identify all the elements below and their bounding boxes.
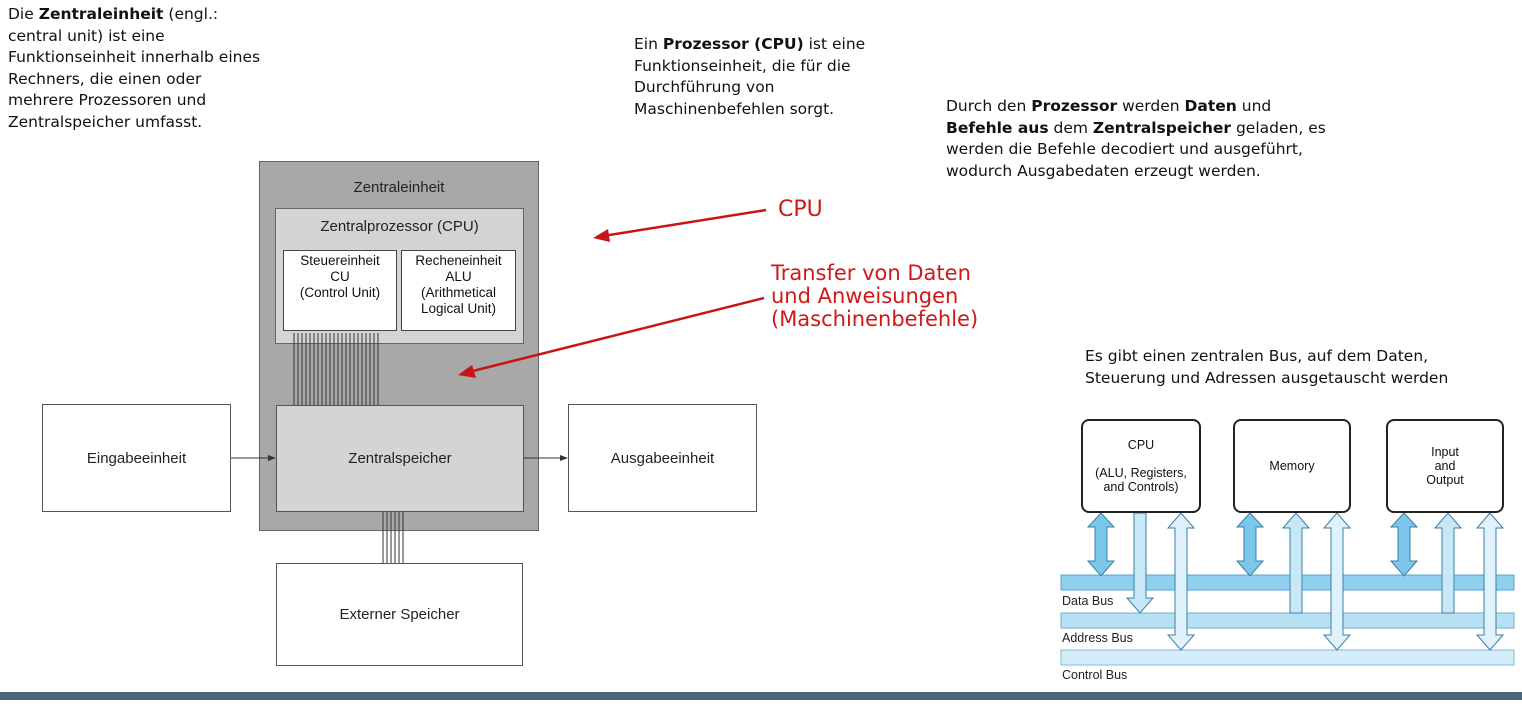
alu-line: Recheneinheit <box>415 253 502 268</box>
transfer-annotation-arrow <box>458 296 765 378</box>
cpu-annotation-arrow <box>593 208 767 242</box>
bus-intro: Es gibt einen zentralen Bus, auf dem Dat… <box>1085 346 1448 389</box>
text-fragment: Ein <box>634 35 663 53</box>
eingabeeinheit-box: Eingabeeinheit <box>42 404 231 512</box>
transfer-line: Transfer von Daten <box>771 261 971 285</box>
text-fragment: werden <box>1117 97 1185 115</box>
text-fragment: ist eine <box>803 35 866 53</box>
cpu-control-arrow <box>1166 512 1196 651</box>
term-zentraleinheit: Zentraleinheit <box>38 5 164 23</box>
memory-bus-arrows <box>1235 512 1352 651</box>
io-address-arrow <box>1433 512 1463 614</box>
io-box: Input and Output <box>1386 419 1504 513</box>
io-box-line: and <box>1434 459 1456 473</box>
cpu-bus-arrows <box>1086 512 1196 651</box>
text-fragment: (engl.: <box>163 5 219 23</box>
cpu-box-line: and Controls) <box>1103 480 1179 494</box>
input-arrow <box>230 455 276 461</box>
alu-line: ALU <box>445 269 472 284</box>
address-bus-label: Address Bus <box>1062 631 1133 645</box>
ablauf-description: Durch den Prozessor werden Daten und Bef… <box>946 96 1326 182</box>
text-line: Rechners, die einen oder <box>8 69 202 88</box>
prozessor-definition: Ein Prozessor (CPU) ist eine Funktionsei… <box>634 34 865 120</box>
cu-line: CU <box>330 269 350 284</box>
cpu-data-arrow <box>1086 512 1116 577</box>
memory-box-label: Memory <box>1269 459 1315 473</box>
cpu-box: CPU (ALU, Registers, and Controls) <box>1081 419 1201 513</box>
zentralspeicher-box: Zentralspeicher <box>276 405 524 512</box>
cpu-box-line: CPU <box>1127 438 1155 452</box>
text-fragment: und <box>1236 97 1272 115</box>
cpu-memory-bus-lines <box>293 333 379 405</box>
control-bus-label: Control Bus <box>1062 668 1128 682</box>
ausgabeeinheit-box: Ausgabeeinheit <box>568 404 757 512</box>
text-line: werden die Befehle decodiert und ausgefü… <box>946 140 1303 158</box>
data-bus-label: Data Bus <box>1062 594 1114 608</box>
text-line: Durchführung von <box>634 78 775 96</box>
external-bus-lines <box>382 512 404 564</box>
alu-box: Recheneinheit ALU (Arithmetical Logical … <box>401 250 516 331</box>
io-bus-arrows <box>1389 512 1505 651</box>
memory-address-arrow <box>1281 512 1311 614</box>
cpu-address-arrow <box>1125 512 1155 614</box>
cu-line: (Control Unit) <box>299 285 381 300</box>
memory-control-arrow <box>1322 512 1352 651</box>
zentraleinheit-definition: Die Zentraleinheit (engl.: central unit)… <box>8 4 260 133</box>
text-fragment: Durch den <box>946 97 1032 115</box>
io-box-line: Input <box>1431 445 1459 459</box>
externer-speicher-box: Externer Speicher <box>276 563 523 666</box>
term-prozessor: Prozessor (CPU) <box>662 35 804 53</box>
io-control-arrow <box>1475 512 1505 651</box>
text-fragment: Die <box>8 5 39 23</box>
text-fragment: dem <box>1048 118 1093 137</box>
term-daten: Daten <box>1184 97 1237 115</box>
cu-line: Steuereinheit <box>300 253 380 268</box>
text-line: central unit) ist eine <box>8 26 165 45</box>
transfer-annotation: Transfer von Daten und Anweisungen (Masc… <box>771 262 978 331</box>
alu-line: Logical Unit) <box>420 301 497 316</box>
term-prozessor: Prozessor <box>1031 97 1118 115</box>
cpu-annotation: CPU <box>778 197 823 222</box>
address-bus-bar <box>1060 612 1515 629</box>
memory-data-arrow <box>1235 512 1265 577</box>
cpu-label: Zentralprozessor (CPU) <box>320 218 479 235</box>
cpu-box-line: (ALU, Registers, <box>1095 466 1187 480</box>
zentraleinheit-label: Zentraleinheit <box>353 179 445 196</box>
io-box-line: Output <box>1426 473 1464 487</box>
alu-line: (Arithmetical <box>420 285 496 300</box>
term-befehle-aus: Befehle aus <box>946 118 1049 137</box>
text-line: Funktionseinheit innerhalb eines <box>8 48 261 66</box>
term-zentralspeicher: Zentralspeicher <box>1092 118 1232 137</box>
text-fragment: geladen, es <box>1231 118 1326 137</box>
transfer-line: (Maschinenbefehle) <box>771 307 979 331</box>
control-bus-bar <box>1060 649 1515 666</box>
text-line: Maschinenbefehlen sorgt. <box>634 99 835 118</box>
transfer-line: und Anweisungen <box>771 284 959 308</box>
text-line: Es gibt einen zentralen Bus, auf dem Dat… <box>1085 347 1429 365</box>
data-bus-bar <box>1060 574 1515 591</box>
memory-box: Memory <box>1233 419 1351 513</box>
text-line: Steuerung und Adressen ausgetauscht werd… <box>1085 368 1449 387</box>
text-line: Funktionseinheit, die für die <box>634 56 851 75</box>
output-arrow <box>524 455 568 461</box>
control-unit-box: Steuereinheit CU (Control Unit) <box>283 250 397 331</box>
footer-bar <box>0 692 1522 700</box>
text-line: wodurch Ausgabedaten erzeugt werden. <box>946 161 1261 180</box>
text-line: mehrere Prozessoren und <box>8 91 207 109</box>
io-data-arrow <box>1389 512 1419 577</box>
text-line: Zentralspeicher umfasst. <box>8 112 203 131</box>
